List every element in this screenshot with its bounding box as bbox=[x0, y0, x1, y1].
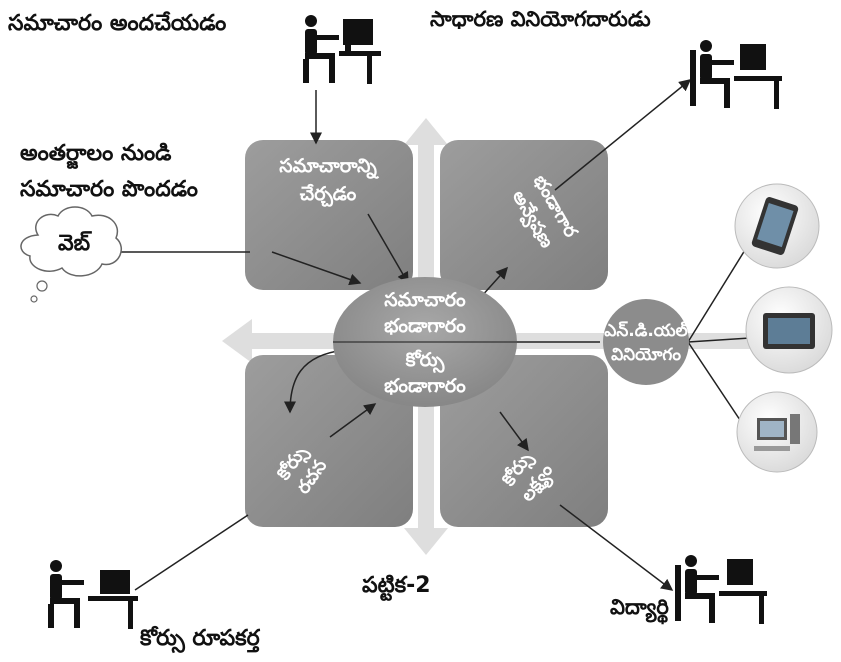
label-student: విద్యార్థి bbox=[610, 595, 669, 625]
smartphone-icon bbox=[734, 183, 820, 269]
label-info-repository-1: సమాచారం bbox=[384, 289, 466, 311]
label-collect-info-1: సమాచారాన్ని bbox=[279, 155, 379, 179]
label-web: వెబ్ bbox=[58, 231, 93, 256]
label-info-submission: సమాచారం అందచేయడం bbox=[8, 11, 226, 36]
label-course-designer: కోర్సు రూపకర్త bbox=[139, 625, 261, 654]
person-at-computer-icon bbox=[303, 15, 381, 84]
label-info-from-internet-1: అంతర్జాలం నుండి bbox=[20, 141, 172, 169]
person-at-computer-icon bbox=[48, 560, 138, 629]
table-caption: పట్టిక-2 bbox=[362, 573, 431, 601]
box-top-right bbox=[440, 140, 608, 290]
ndl-usage-circle bbox=[603, 299, 689, 385]
label-course-repository-2: భండాగారం bbox=[384, 375, 466, 397]
tablet-icon bbox=[745, 286, 833, 374]
person-at-computer-icon bbox=[690, 40, 782, 109]
label-info-repository-2: భండాగారం bbox=[384, 315, 466, 337]
label-ndl-usage-1: ఎన్.డి.యల్ bbox=[604, 321, 690, 341]
cloud-icon bbox=[20, 206, 122, 303]
label-collect-info-2: చేర్చడం bbox=[300, 183, 357, 207]
label-general-user: సాధారణ వినియోగదారుడు bbox=[430, 7, 651, 31]
label-ndl-usage-2: వినియోగం bbox=[611, 345, 681, 365]
box-top-left bbox=[245, 140, 413, 290]
connectors bbox=[120, 79, 751, 591]
label-course-repository-1: కోర్సు bbox=[405, 349, 446, 373]
box-bottom-left bbox=[245, 355, 413, 527]
desktop-computer-icon bbox=[736, 391, 818, 473]
label-info-from-internet-2: సమాచారం పొందడం bbox=[20, 177, 198, 202]
person-at-computer-icon bbox=[675, 555, 767, 624]
